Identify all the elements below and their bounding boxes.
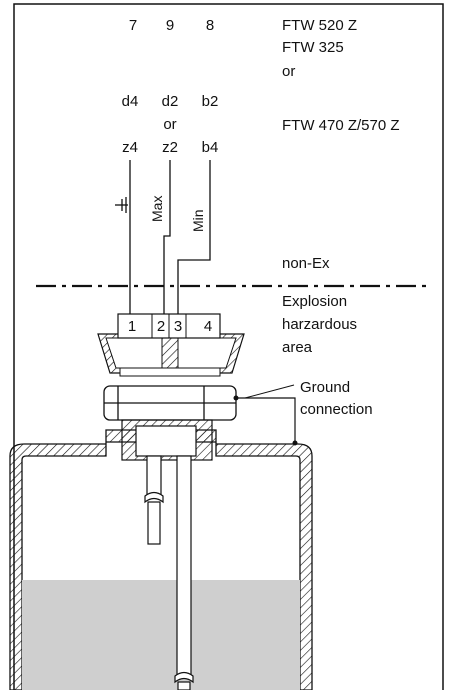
terminal-post: [161, 337, 179, 369]
zone-label-hazard-1: Explosion: [282, 293, 347, 310]
contact-z4: z4: [122, 139, 138, 156]
terminal-number-8: 8: [206, 17, 214, 34]
terminal-label-1: 1: [128, 318, 136, 335]
device-label-or: or: [282, 63, 295, 80]
contact-b4: b4: [202, 139, 219, 156]
ground-label-2: connection: [300, 401, 373, 418]
ground-point-nut: [233, 395, 239, 401]
ground-lead: [236, 397, 296, 443]
ground-label-1: Ground: [300, 379, 350, 396]
device-label-ftw325: FTW 325: [282, 39, 344, 56]
device-label-ftw470z: FTW 470 Z/570 Z: [282, 117, 400, 134]
contact-or: or: [163, 116, 176, 133]
shield-ground-icon: [115, 197, 128, 213]
probe-long: [174, 455, 194, 690]
terminal-block: 1 2 3 4: [117, 313, 221, 369]
wire-label-max: Max: [149, 196, 165, 222]
diagram-frame: [13, 3, 444, 690]
wire-max: [163, 160, 171, 314]
hex-nut: [103, 385, 237, 421]
contact-d4: d4: [122, 93, 139, 110]
ground-leader: [244, 384, 295, 399]
wire-label-min: Min: [190, 209, 206, 232]
terminal-number-9: 9: [166, 17, 174, 34]
contact-d2: d2: [162, 93, 179, 110]
terminal-label-3: 3: [174, 318, 182, 335]
terminal-label-2: 2: [157, 318, 165, 335]
wire-min: [177, 160, 211, 314]
zone-label-hazard-2: harzardous: [282, 316, 357, 333]
zone-label-hazard-3: area: [282, 339, 313, 356]
tank-wall: [9, 429, 313, 690]
device-label-ftw520z: FTW 520 Z: [282, 17, 357, 34]
liquid-level: [22, 580, 300, 690]
terminal-number-7: 7: [129, 17, 137, 34]
contact-z2: z2: [162, 139, 178, 156]
terminal-label-4: 4: [204, 318, 212, 335]
contact-b2: b2: [202, 93, 219, 110]
probe-short: [144, 455, 164, 545]
zone-label-non-ex: non-Ex: [282, 255, 330, 272]
mounting-sleeve: [121, 419, 213, 461]
